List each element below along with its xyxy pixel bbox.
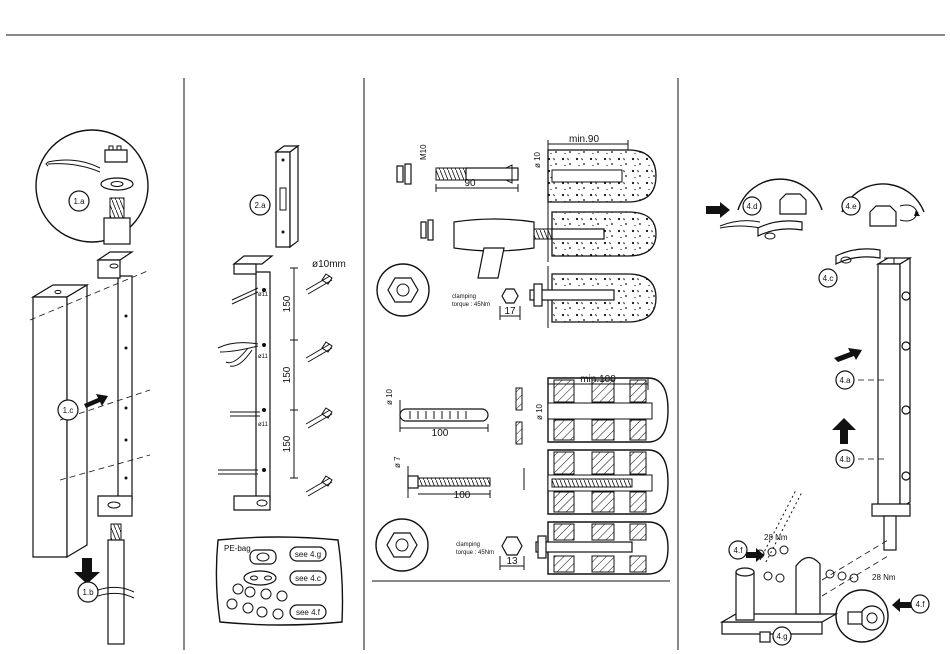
- callout-1c-text: 1.c: [63, 406, 74, 415]
- dowel-length: 100: [432, 428, 449, 439]
- wall-bracket: [234, 256, 272, 264]
- callout-4d-text: 4.d: [746, 202, 757, 211]
- arrow-4a: [834, 348, 862, 362]
- hole-mark-3: ø11: [258, 292, 269, 298]
- dim-hole-diameter: ø10mm: [312, 259, 346, 270]
- callout-4a-text: 4.a: [839, 376, 851, 385]
- ground-sleeve: [722, 622, 822, 634]
- hole-mark-2: ø11: [258, 422, 269, 428]
- arrow-4d: [706, 202, 730, 218]
- callout-4g-text: 4.g: [776, 632, 787, 641]
- dim-spacing-3: 150: [282, 435, 293, 452]
- step-1-post-mounting: 1.a 1.c 1.b: [30, 130, 150, 644]
- callout-1b-text: 1.b: [82, 588, 94, 597]
- callout-4f-right-text: 4.f: [916, 600, 926, 609]
- dim-spacing-2: 150: [282, 366, 293, 383]
- step-2-bracket-drilling: 2.a ø11 ø11 ø11 150 150 150 ø10mm: [216, 146, 346, 625]
- wrench-size-top: 17: [504, 306, 516, 317]
- anchor-thread-label: M10: [419, 144, 428, 160]
- torque-right: 28 Nm: [872, 573, 896, 582]
- clamping-label-top: clamping: [452, 294, 476, 300]
- screw-length: 100: [454, 490, 471, 501]
- anchor-brick-section: ø 10 100 ø 10 min.100 ø 7 100 cl: [376, 374, 668, 574]
- drill-depth-top: min.90: [569, 134, 599, 145]
- callout-4b-text: 4.b: [839, 455, 851, 464]
- torque-left: 28 Nm: [764, 533, 788, 542]
- ground-pin: [108, 540, 124, 644]
- pe-bag-title: PE-bag: [224, 544, 251, 553]
- arrow-4b: [832, 418, 856, 444]
- callout-4e-text: 4.e: [845, 202, 857, 211]
- clamping-label-bottom: clamping: [456, 542, 480, 548]
- screw-diameter: ø 7: [393, 456, 402, 468]
- pe-bag-ref-4c-text: see 4.c: [295, 574, 321, 583]
- drill-diameter-bottom: ø 10: [535, 403, 544, 420]
- hammer: [454, 219, 534, 251]
- pe-bag-ref-4f-text: see 4.f: [296, 608, 321, 617]
- torque-label-top: torque : 45Nm: [452, 302, 490, 308]
- step-4-gate-post-assembly: 4.d 4.e 4.c 4.a 4.b: [706, 179, 929, 645]
- callout-4c-text: 4.c: [823, 274, 834, 283]
- dim-spacing-1: 150: [282, 295, 293, 312]
- anchor-concrete-section: M10 90 ø 10 min.90 clamping torque : 45N…: [377, 134, 656, 328]
- callout-1a-text: 1.a: [73, 197, 85, 206]
- pe-bag-ref-4g-text: see 4.g: [295, 550, 321, 559]
- post-bracket: [98, 252, 132, 260]
- callout-2a-text: 2.a: [254, 201, 266, 210]
- drill-diameter-top: ø 10: [533, 151, 542, 168]
- callout-4f-left-text: 4.f: [734, 546, 744, 555]
- dowel-diameter: ø 10: [385, 388, 394, 405]
- torque-label-bottom: torque : 45Nm: [456, 550, 494, 556]
- hole-mark-1: ø11: [258, 354, 269, 360]
- drill-depth-bottom: min.100: [580, 374, 616, 385]
- anchor-length-label: 90: [464, 178, 476, 189]
- wrench-size-bottom: 13: [506, 556, 518, 567]
- arrow-1b: [74, 558, 100, 584]
